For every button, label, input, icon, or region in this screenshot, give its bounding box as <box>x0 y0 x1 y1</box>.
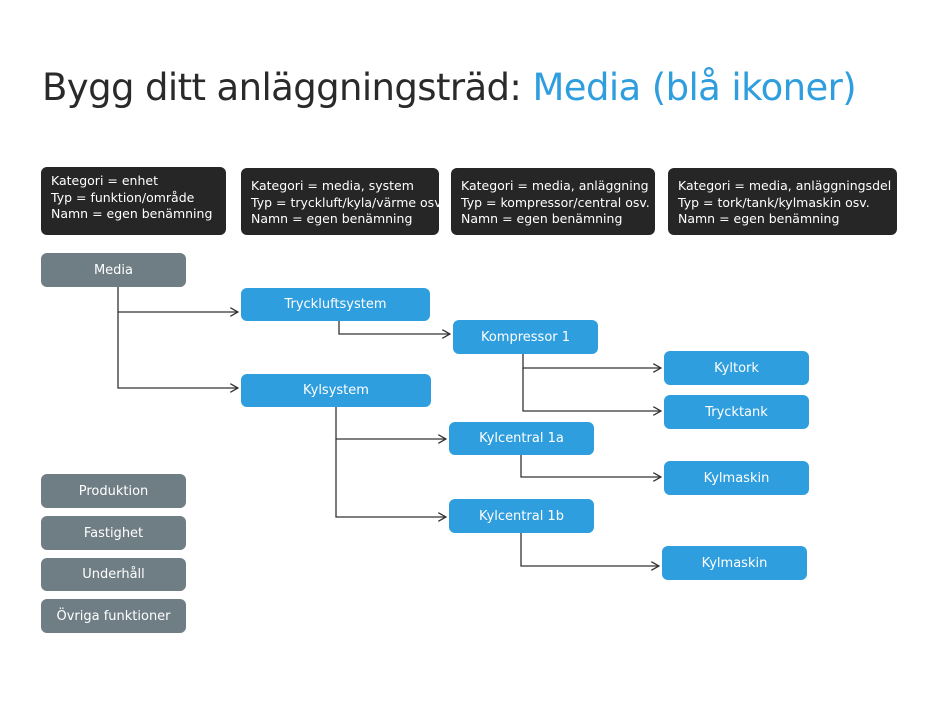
connector-kompressor-kyltork <box>522 354 661 368</box>
legend-box-system: Kategori = media, system Typ = tryckluft… <box>241 168 439 235</box>
legend-box-facility-part: Kategori = media, anläggningsdel Typ = t… <box>668 168 897 235</box>
legend-line: Typ = tork/tank/kylmaskin osv. <box>678 194 870 210</box>
node-kylmaskin-2[interactable]: Kylmaskin <box>662 546 807 580</box>
node-kyltork[interactable]: Kyltork <box>664 351 809 385</box>
connector-kompressor-trycktank <box>522 368 661 411</box>
unit-fastighet[interactable]: Fastighet <box>41 516 186 550</box>
unit-ovriga-funktioner[interactable]: Övriga funktioner <box>41 599 186 633</box>
legend-line: Kategori = enhet <box>51 173 158 188</box>
connector-kylsystem-kylcentral1b <box>335 439 446 517</box>
legend-line: Kategori = media, anläggning <box>461 178 649 193</box>
node-kylcentral-1b[interactable]: Kylcentral 1b <box>449 499 594 533</box>
title-highlight: Media (blå ikoner) <box>532 66 857 109</box>
node-media[interactable]: Media <box>41 253 186 287</box>
legend-box-facility: Kategori = media, anläggning Typ = kompr… <box>451 168 655 235</box>
legend-line: Namn = egen benämning <box>678 211 840 226</box>
legend-line: Typ = tryckluft/kyla/värme osv. <box>251 194 439 210</box>
connector-media-tryckluftsystem <box>117 287 238 312</box>
legend-line: Kategori = media, anläggningsdel <box>678 178 892 193</box>
legend-line: Namn = egen benämning <box>51 206 213 221</box>
legend-line: Typ = funktion/område <box>51 189 195 205</box>
connector-tryckluftsystem-kompressor <box>338 321 450 334</box>
legend-box-unit: Kategori = enhet Typ = funktion/område N… <box>41 167 226 235</box>
node-kylmaskin-1[interactable]: Kylmaskin <box>664 461 809 495</box>
connector-kylsystem-kylcentral1a <box>335 407 446 439</box>
legend-line: Namn = egen benämning <box>251 211 413 226</box>
connector-kylcentral1a-kylmaskin <box>520 455 661 477</box>
connector-kylcentral1b-kylmaskin <box>520 533 659 566</box>
node-kompressor-1[interactable]: Kompressor 1 <box>453 320 598 354</box>
node-kylsystem[interactable]: Kylsystem <box>241 374 431 407</box>
page-title: Bygg ditt anläggningsträd: Media (blå ik… <box>42 66 857 109</box>
legend-line: Kategori = media, system <box>251 178 414 193</box>
legend-line: Typ = kompressor/central osv. <box>461 194 650 210</box>
unit-produktion[interactable]: Produktion <box>41 474 186 508</box>
node-kylcentral-1a[interactable]: Kylcentral 1a <box>449 422 594 455</box>
node-trycktank[interactable]: Trycktank <box>664 395 809 429</box>
connector-media-kylsystem <box>117 312 238 388</box>
title-main: Bygg ditt anläggningsträd: <box>42 66 522 109</box>
node-tryckluftsystem[interactable]: Tryckluftsystem <box>241 288 430 321</box>
legend-line: Namn = egen benämning <box>461 211 623 226</box>
unit-underhall[interactable]: Underhåll <box>41 558 186 591</box>
